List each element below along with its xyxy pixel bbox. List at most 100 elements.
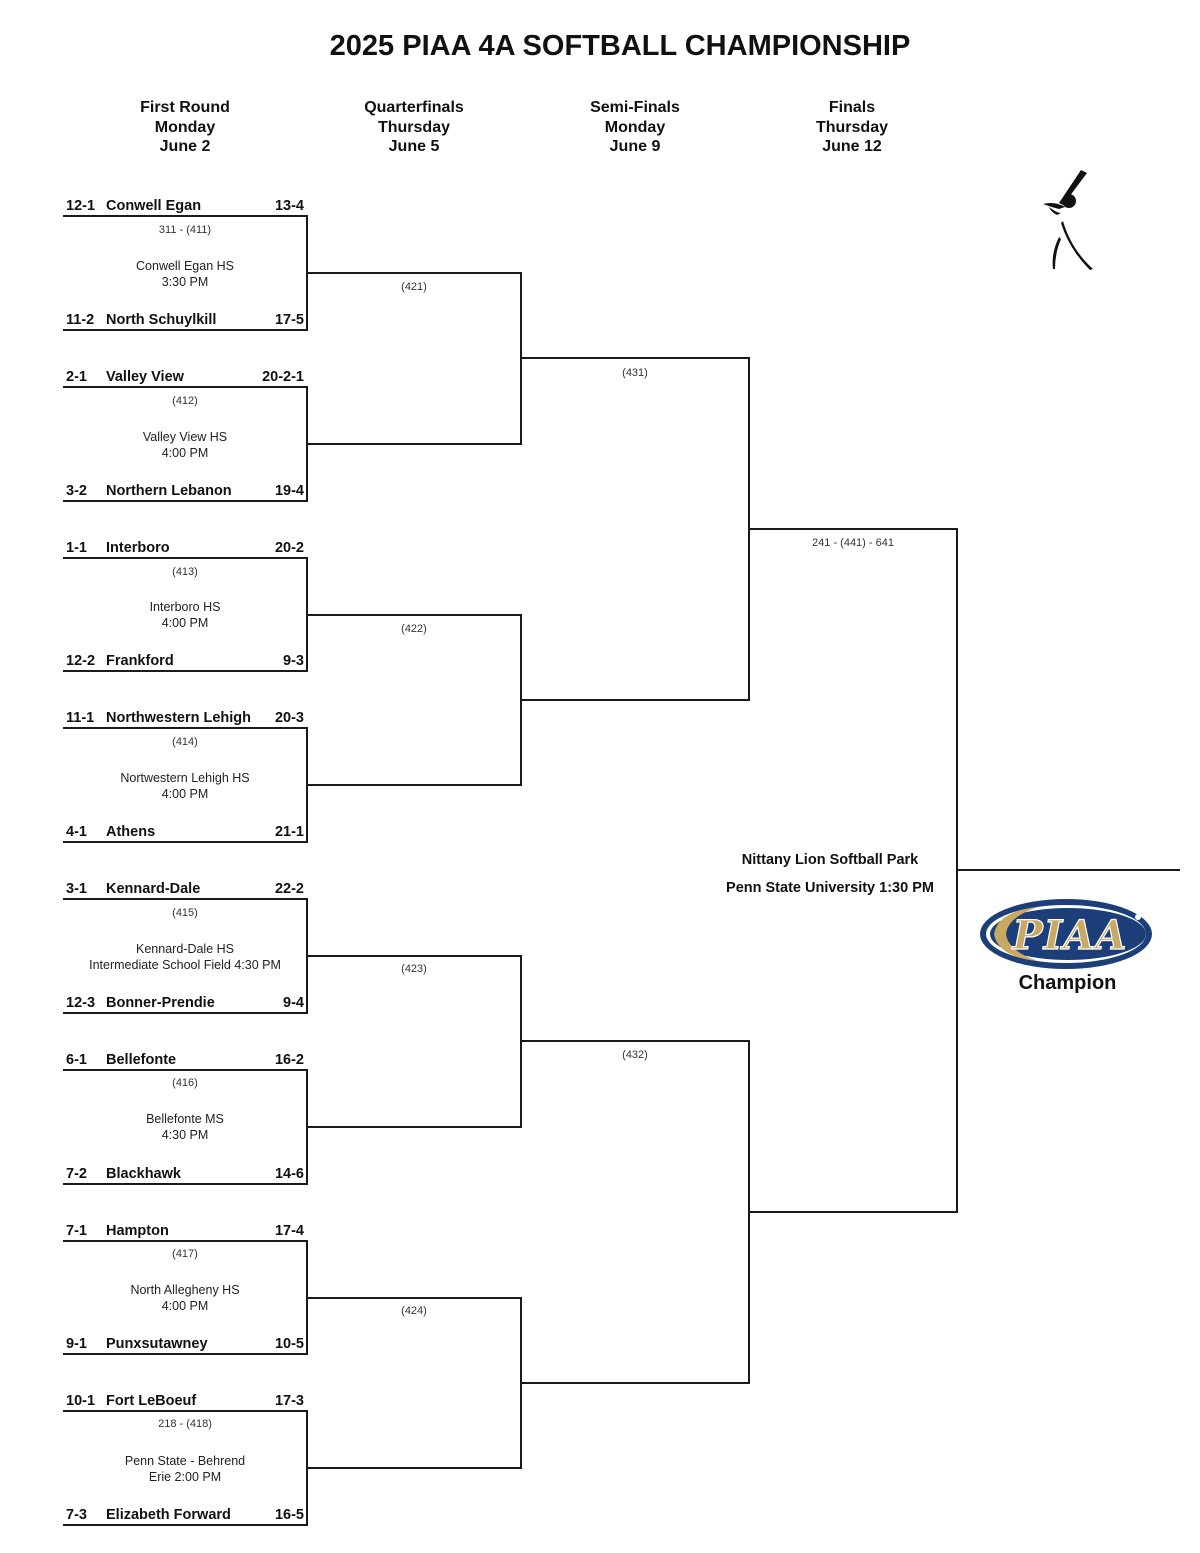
team-record: 21-1: [274, 824, 304, 840]
team-record: 22-2: [274, 881, 304, 897]
team-name: Northern Lebanon: [106, 483, 232, 499]
game-venue: Nortwestern Lehigh HS 4:00 PM: [63, 770, 307, 802]
game-number: (431): [622, 367, 648, 379]
round-name: First Round: [140, 99, 230, 116]
venue-line-2: 4:00 PM: [161, 787, 209, 801]
round-date: June 2: [159, 138, 211, 155]
champion-line: [957, 869, 1180, 871]
game-venue: Interboro HS 4:00 PM: [63, 599, 307, 631]
final-venue-name: Nittany Lion Softball Park: [741, 852, 919, 868]
team-slot: 3-1 Kennard-Dale 22-2: [66, 881, 304, 901]
team-slot: 11-1 Northwestern Lehigh 20-3: [66, 710, 304, 730]
game-number: (414): [172, 736, 198, 748]
team-seed: 12-3: [66, 995, 96, 1011]
game-venue: Conwell Egan HS 3:30 PM: [63, 258, 307, 290]
round-name: Quarterfinals: [364, 99, 464, 116]
bracket-line: [521, 1040, 750, 1042]
team-record: 17-3: [274, 1393, 304, 1409]
team-seed: 1-1: [66, 540, 87, 556]
game-number: (417): [172, 1248, 198, 1260]
venue-line-1: Interboro HS: [149, 600, 221, 614]
round-header-semifinals: Semi-Finals Monday June 9: [555, 98, 715, 157]
softball-batter-icon: [1043, 170, 1093, 270]
game-number: (415): [172, 907, 198, 919]
bracket-line: [63, 1183, 307, 1185]
bracket-line: [63, 215, 307, 217]
game-number: (423): [401, 963, 427, 975]
bracket-line: [307, 614, 522, 616]
bracket-line: [63, 557, 307, 559]
venue-line-2: 4:30 PM: [161, 1128, 209, 1142]
venue-line-2: 4:00 PM: [161, 446, 209, 460]
venue-line-1: Bellefonte MS: [146, 1112, 224, 1126]
bracket-line: [749, 528, 958, 530]
team-record: 13-4: [274, 198, 304, 214]
bracket-line: [63, 386, 307, 388]
team-seed: 7-2: [66, 1166, 87, 1182]
venue-line-1: Penn State - Behrend: [124, 1454, 246, 1468]
bracket-line: [63, 1524, 307, 1526]
team-slot: 7-1 Hampton 17-4: [66, 1223, 304, 1243]
round-day: Thursday: [377, 118, 450, 136]
bracket-line: [63, 898, 307, 900]
bracket-line: [63, 1069, 307, 1071]
round-name: Finals: [828, 99, 876, 116]
bracket-line: [521, 699, 750, 701]
team-slot: 12-2 Frankford 9-3: [66, 653, 304, 673]
bracket-line: [521, 1382, 750, 1384]
round-header-finals: Finals Thursday June 12: [772, 98, 932, 157]
bracket-line: [307, 1467, 522, 1469]
team-name: Interboro: [106, 540, 170, 556]
game-number: 241 - (441) - 641: [812, 537, 894, 549]
team-name: Punxsutawney: [106, 1336, 208, 1352]
game-number: 311 - (411): [158, 224, 212, 236]
bracket-line: [63, 1410, 307, 1412]
venue-line-2: 3:30 PM: [161, 275, 209, 289]
bracket-line: [63, 1240, 307, 1242]
team-record: 17-5: [274, 312, 304, 328]
game-venue: Kennard-Dale HS Intermediate School Fiel…: [63, 941, 307, 973]
round-header-quarterfinals: Quarterfinals Thursday June 5: [334, 98, 494, 157]
team-name: Fort LeBoeuf: [106, 1393, 197, 1409]
team-seed: 11-2: [66, 312, 95, 328]
team-name: Valley View: [106, 369, 184, 385]
team-slot: 7-3 Elizabeth Forward 16-5: [66, 1507, 304, 1527]
team-seed: 12-2: [66, 653, 96, 669]
team-record: 20-2: [274, 540, 304, 556]
final-venue-time: Penn State University 1:30 PM: [726, 880, 934, 896]
game-number: (432): [622, 1049, 648, 1061]
team-seed: 2-1: [66, 369, 87, 385]
venue-line-1: Conwell Egan HS: [136, 259, 234, 273]
team-slot: 7-2 Blackhawk 14-6: [66, 1166, 304, 1186]
team-seed: 11-1: [66, 710, 95, 726]
team-slot: 4-1 Athens 21-1: [66, 824, 304, 844]
team-name: Blackhawk: [106, 1166, 181, 1182]
round-date: June 9: [609, 138, 661, 155]
bracket-line: [307, 443, 522, 445]
venue-line-1: Nortwestern Lehigh HS: [120, 771, 250, 785]
game-number: (422): [401, 623, 427, 635]
bracket-line: [63, 841, 307, 843]
venue-line-1: Kennard-Dale HS: [136, 942, 234, 956]
team-slot: 9-1 Punxsutawney 10-5: [66, 1336, 304, 1356]
round-name: Semi-Finals: [590, 99, 680, 116]
team-record: 9-3: [283, 653, 304, 669]
venue-line-2: 4:00 PM: [161, 1299, 209, 1313]
team-name: Northwestern Lehigh: [106, 710, 252, 726]
team-record: 20-3: [274, 710, 304, 726]
venue-line-2: 4:00 PM: [161, 616, 209, 630]
champion-label: Champion: [1018, 972, 1117, 994]
round-day: Monday: [604, 118, 666, 136]
team-name: Hampton: [106, 1223, 169, 1239]
team-record: 10-5: [274, 1336, 304, 1352]
bracket-line: [63, 727, 307, 729]
bracket-line: [307, 955, 522, 957]
game-number: 218 - (418): [158, 1418, 212, 1430]
team-name: Athens: [106, 824, 156, 840]
game-venue: Bellefonte MS 4:30 PM: [63, 1111, 307, 1143]
team-slot: 1-1 Interboro 20-2: [66, 540, 304, 560]
team-seed: 9-1: [66, 1336, 87, 1352]
bracket-line: [63, 1012, 307, 1014]
team-slot: 11-2 North Schuylkill 17-5: [66, 312, 304, 332]
round-date: June 12: [822, 138, 882, 155]
